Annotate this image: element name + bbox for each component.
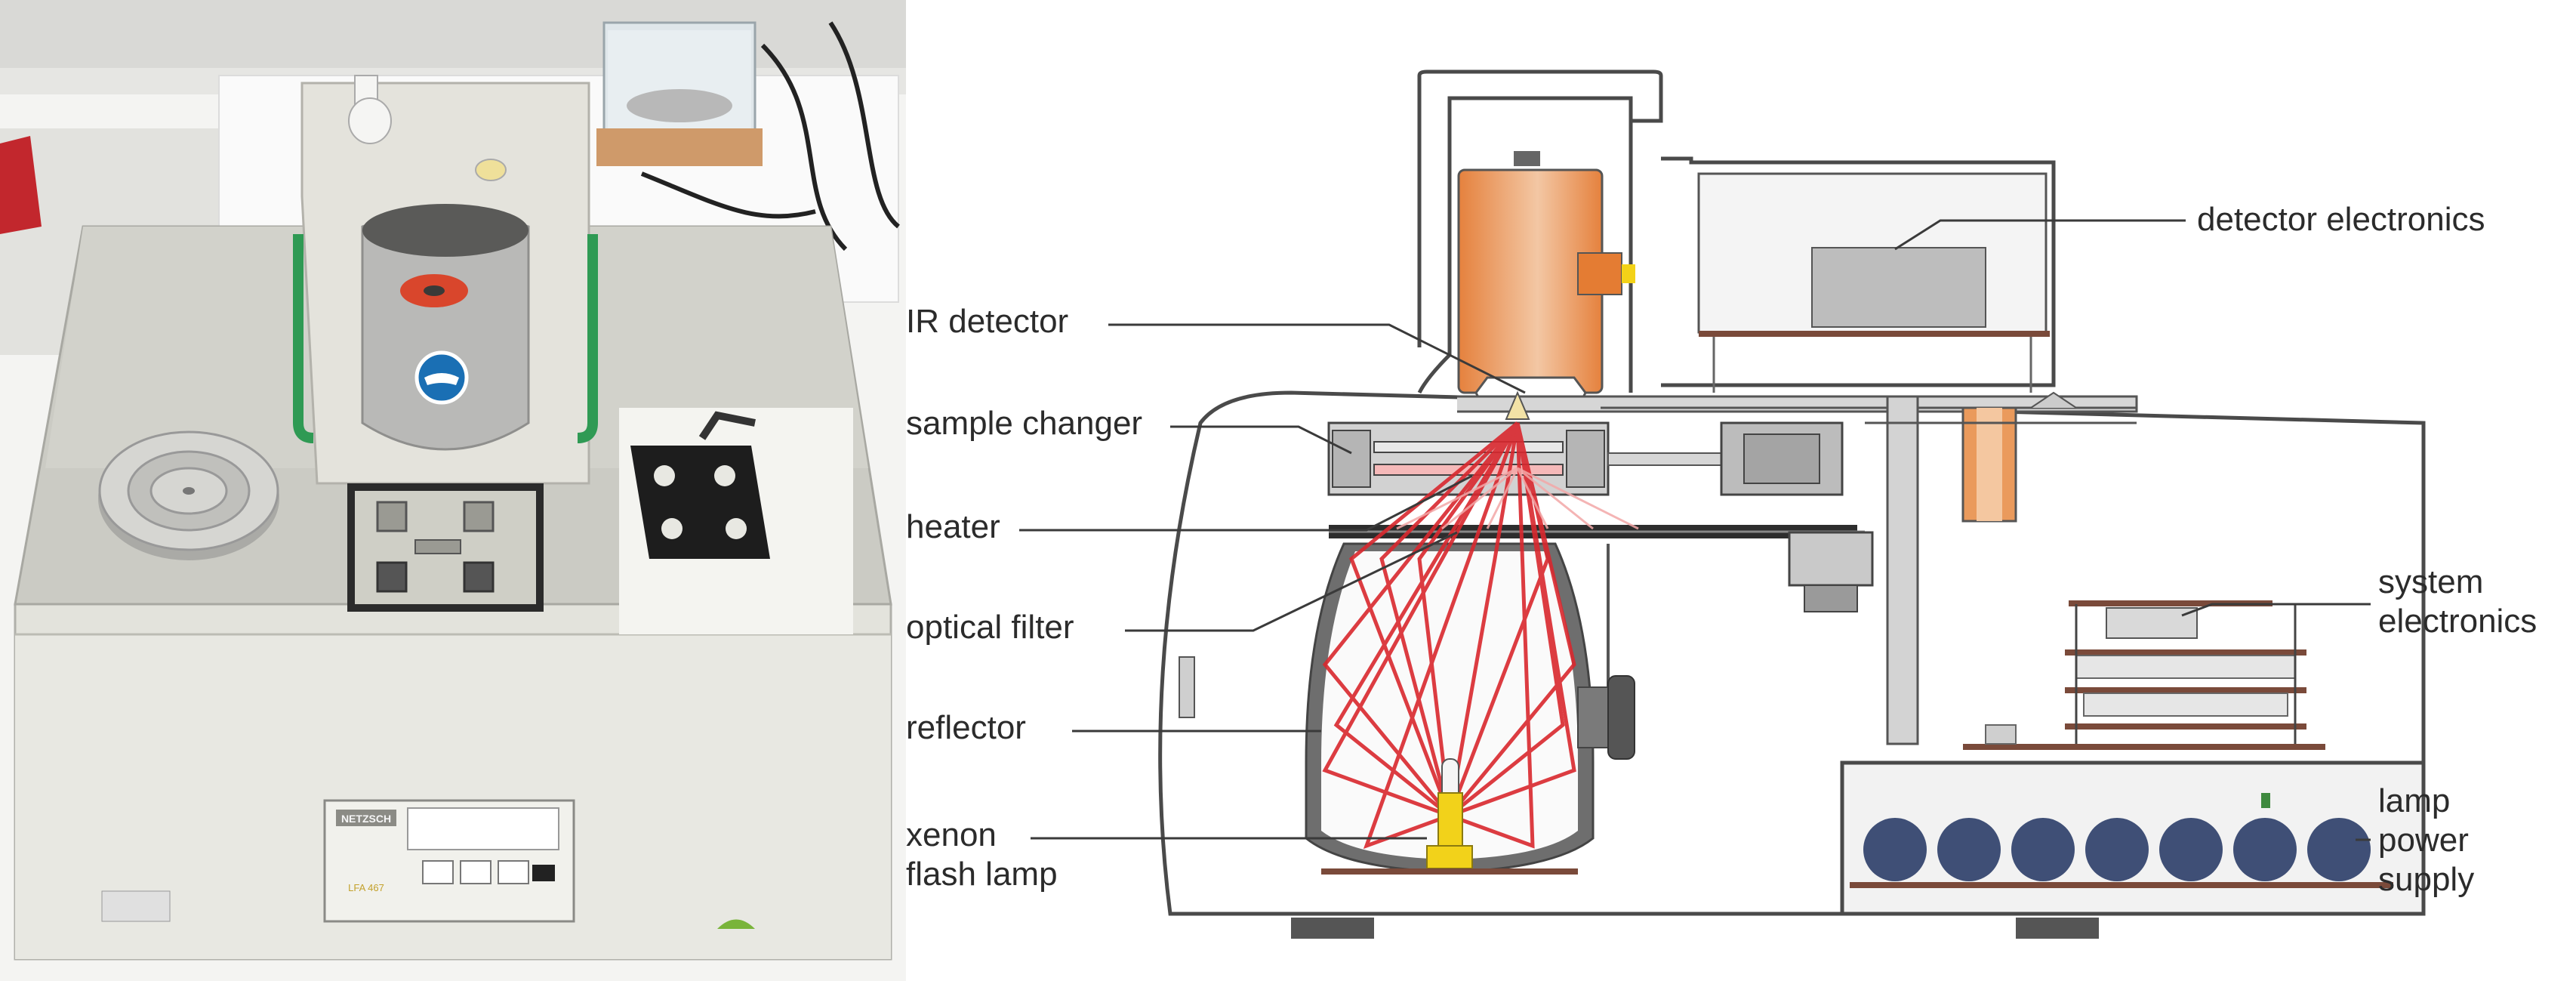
upper-electronics-housing — [1661, 156, 2056, 387]
sample-plate — [347, 483, 544, 612]
label-ir-detector: IR detector — [906, 303, 1068, 340]
detector-electronics-board — [1811, 247, 1986, 328]
detector-pcb — [1699, 331, 2050, 337]
device-sticker — [101, 890, 171, 922]
xenon-flash-lamp — [1321, 758, 1578, 875]
label-lamp-2: power — [2378, 822, 2469, 859]
analytical-balance — [596, 21, 763, 166]
brand-badge: NETZSCH — [341, 813, 391, 825]
device-foot-right — [2016, 918, 2099, 939]
label-detector-electronics: detector electronics — [2197, 201, 2485, 238]
sample-changer — [1327, 390, 1844, 496]
sample-tray — [619, 408, 853, 634]
instrument-photo: NETZSCH LFA 467 — [0, 0, 906, 981]
vertical-support — [1886, 395, 1919, 745]
red-chair — [0, 136, 42, 234]
beam-cone — [1396, 467, 1639, 530]
label-xenon-2: flash lamp — [906, 856, 1058, 893]
sample-holder-ring — [98, 430, 279, 560]
label-system-electronics-1: system — [2378, 563, 2483, 600]
lfa-schematic: IR detector sample changer heater optica… — [906, 69, 2537, 939]
label-sample-changer: sample changer — [906, 405, 1142, 442]
detector-tower — [1417, 69, 1663, 394]
label-lamp-1: lamp — [2378, 782, 2450, 819]
label-xenon-1: xenon — [906, 816, 997, 853]
photo-ceiling — [0, 0, 906, 68]
model-badge: LFA 467 — [348, 882, 384, 893]
label-lamp-3: supply — [2378, 861, 2474, 898]
lamp-power-supply — [1840, 760, 2426, 916]
reflector-knob — [1607, 675, 1635, 760]
ir-detector — [1457, 151, 1635, 409]
flash-beams — [1322, 421, 1576, 850]
green-sticker — [717, 919, 755, 929]
front-display-panel: NETZSCH LFA 467 — [323, 799, 575, 923]
filter-motor — [1788, 531, 1874, 587]
side-latch — [1179, 656, 1195, 718]
green-handle — [293, 234, 314, 443]
instrument-housing — [1158, 390, 2426, 916]
capacitor-icon — [1863, 818, 1927, 881]
yellow-cap — [475, 159, 507, 181]
sample-cover — [293, 75, 598, 485]
label-reflector: reflector — [906, 709, 1026, 746]
system-electronics — [1963, 600, 2325, 750]
device-foot-left — [1291, 918, 1374, 939]
label-system-electronics-2: electronics — [2378, 603, 2537, 640]
label-heater: heater — [906, 508, 1000, 545]
label-optical-filter: optical filter — [906, 609, 1074, 646]
